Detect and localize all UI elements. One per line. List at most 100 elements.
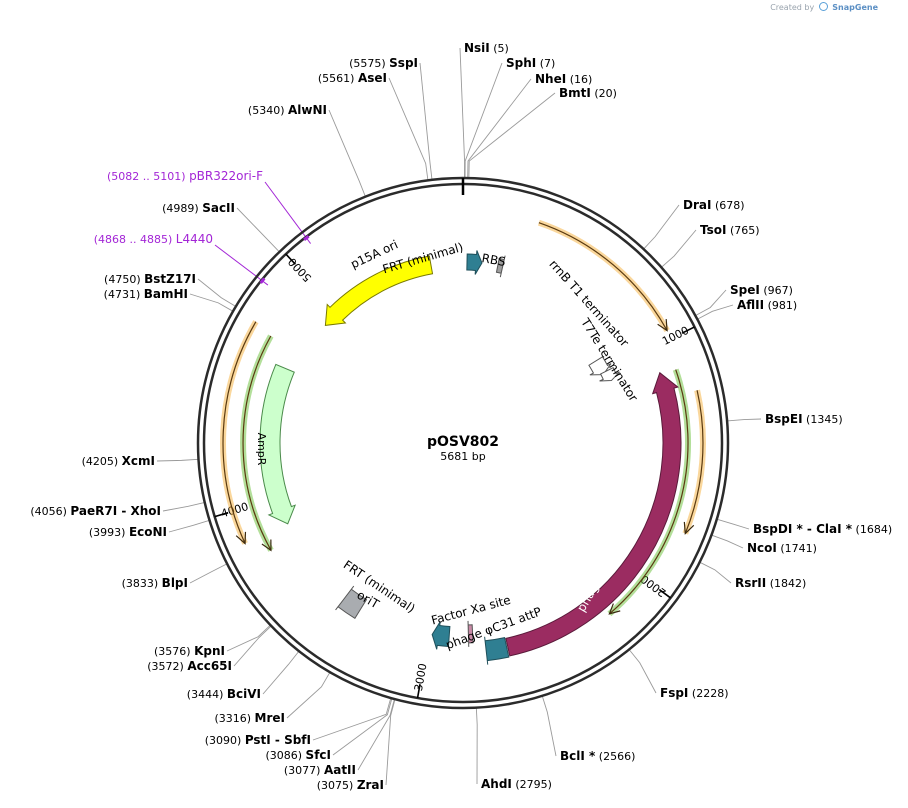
plasmid-name: pOSV802 xyxy=(427,434,499,450)
site-label: AflII (981) xyxy=(737,298,797,312)
site-label: (5340) AlwNI xyxy=(248,103,327,117)
orf-arc-5 xyxy=(220,320,259,545)
feature-rbs xyxy=(495,255,506,278)
site-label: (4750) BstZ17I xyxy=(104,272,196,286)
feature-label: AmpR xyxy=(255,433,268,466)
site-position: (4750) xyxy=(104,273,144,286)
site-name: SphI xyxy=(506,56,536,70)
site-name: AlwNI xyxy=(288,103,327,117)
site-name: SspI xyxy=(389,56,418,70)
site-position: (1741) xyxy=(777,542,817,555)
site-position: (5575) xyxy=(349,57,389,70)
site-position: (3077) xyxy=(284,764,324,777)
site-position: (20) xyxy=(591,87,617,100)
site-label: (5575) SspI xyxy=(349,56,418,70)
tick-3000 xyxy=(416,684,421,699)
feature-rrnb-t1 xyxy=(588,356,612,376)
site-name: NcoI xyxy=(747,541,777,555)
site-name: NheI xyxy=(535,72,566,86)
site-label: SphI (7) xyxy=(506,56,555,70)
site-name: SfcI xyxy=(306,748,331,762)
primer-position: (5082 .. 5101) xyxy=(107,170,189,183)
site-position: (16) xyxy=(566,73,592,86)
orf-arc-3 xyxy=(682,389,706,535)
site-leader-lines xyxy=(156,47,762,786)
site-name: NsiI xyxy=(464,41,490,55)
primer-name: pBR322ori-F xyxy=(189,169,263,183)
feature-frt-top xyxy=(466,250,483,275)
site-label: (3444) BciVI xyxy=(187,687,261,701)
site-label: (3833) BlpI xyxy=(122,576,188,590)
site-labels: NsiI (5)SphI (7)NheI (16)BmtI (20)DraI (… xyxy=(30,41,892,792)
site-name: Acc65I xyxy=(187,659,232,673)
site-label: BspEI (1345) xyxy=(765,412,843,426)
primer-mark xyxy=(303,235,310,241)
feature-factor-xa xyxy=(467,620,474,647)
site-label: NheI (16) xyxy=(535,72,592,86)
site-position: (765) xyxy=(726,224,759,237)
site-position: (3444) xyxy=(187,688,227,701)
site-label: (4205) XcmI xyxy=(82,454,155,468)
site-name: MreI xyxy=(255,711,285,725)
site-position: (4989) xyxy=(162,202,202,215)
site-label: NcoI (1741) xyxy=(747,541,817,555)
site-label: BclI * (2566) xyxy=(560,749,635,763)
site-position: (7) xyxy=(536,57,555,70)
site-label: (3077) AatII xyxy=(284,763,356,777)
site-label: (3075) ZraI xyxy=(317,778,384,792)
site-name: AatII xyxy=(324,763,356,777)
site-name: KpnI xyxy=(194,644,225,658)
feature-label: RBS xyxy=(481,251,507,269)
site-label: BspDI * - ClaI * (1684) xyxy=(753,522,892,536)
site-label: (3572) Acc65I xyxy=(147,659,232,673)
site-name: SpeI xyxy=(730,283,760,297)
orf-arc-2 xyxy=(607,368,692,617)
credit-text: Created by xyxy=(770,3,815,12)
site-position: (3993) xyxy=(89,526,129,539)
site-position: (1684) xyxy=(852,523,892,536)
plasmid-length: 5681 bp xyxy=(440,450,485,463)
site-name: FspI xyxy=(660,686,688,700)
site-name: SacII xyxy=(202,201,235,215)
site-position: (5340) xyxy=(248,104,288,117)
tick-4000 xyxy=(214,511,229,518)
site-position: (981) xyxy=(764,299,797,312)
site-position: (2228) xyxy=(688,687,728,700)
site-name: AhdI xyxy=(481,777,512,791)
primer-label: (5082 .. 5101) pBR322ori-F xyxy=(107,169,263,183)
site-label: BmtI (20) xyxy=(559,86,617,100)
site-position: (3086) xyxy=(265,749,305,762)
site-label: (3993) EcoNI xyxy=(89,525,167,539)
site-label: (4056) PaeR7I - XhoI xyxy=(30,504,161,518)
site-position: (5561) xyxy=(318,72,358,85)
site-label: FspI (2228) xyxy=(660,686,728,700)
site-position: (3576) xyxy=(154,645,194,658)
site-name: PstI - SbfI xyxy=(245,733,311,747)
site-name: EcoNI xyxy=(129,525,167,539)
tick-label: 3000 xyxy=(412,662,430,692)
site-label: (3086) SfcI xyxy=(265,748,331,762)
site-label: DraI (678) xyxy=(683,198,745,212)
site-position: (678) xyxy=(711,199,744,212)
site-label: (4731) BamHI xyxy=(104,287,188,301)
feature-orit xyxy=(335,585,368,620)
site-name: BlpI xyxy=(162,576,188,590)
site-position: (4731) xyxy=(104,288,144,301)
site-position: (4056) xyxy=(30,505,70,518)
site-label: SpeI (967) xyxy=(730,283,793,297)
site-label: AhdI (2795) xyxy=(481,777,552,791)
site-position: (3316) xyxy=(214,712,254,725)
site-position: (2566) xyxy=(595,750,635,763)
site-position: (1842) xyxy=(766,577,806,590)
snapgene-logo-icon xyxy=(818,2,828,11)
site-name: XcmI xyxy=(122,454,155,468)
primer-mark xyxy=(259,277,266,284)
site-label: TsoI (765) xyxy=(700,223,760,237)
site-name: DraI xyxy=(683,198,711,212)
site-name: BclI * xyxy=(560,749,596,763)
site-name: BamHI xyxy=(144,287,188,301)
site-label: RsrII (1842) xyxy=(735,576,806,590)
feature-ampr xyxy=(259,363,297,525)
site-name: BspDI * - ClaI * xyxy=(753,522,853,536)
